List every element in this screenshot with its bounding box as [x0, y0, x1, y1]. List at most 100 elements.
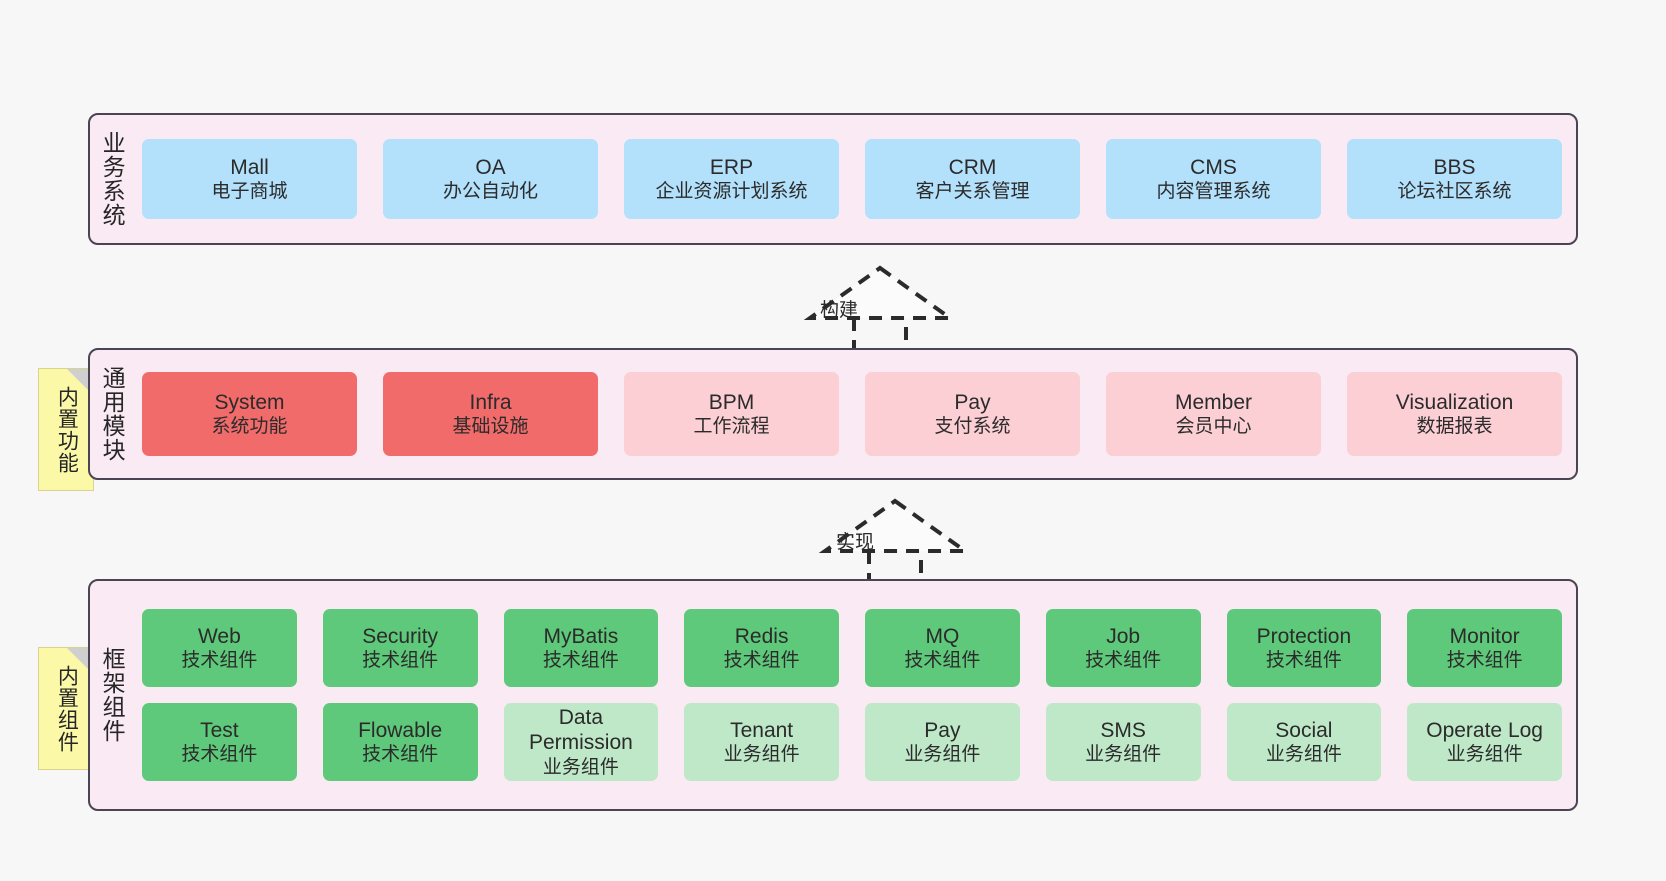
module-name: Member	[1174, 390, 1253, 414]
module-desc: 电子商城	[211, 181, 288, 203]
component-name: Social	[1275, 718, 1333, 742]
component-name: Pay	[924, 718, 961, 742]
component-name: Test	[200, 718, 239, 742]
component-box-job[interactable]: Job 技术组件	[1045, 609, 1201, 687]
framework-row-business: Test 技术组件 Flowable 技术组件 Data Permission …	[142, 703, 1562, 781]
component-name: Tenant	[730, 718, 794, 742]
component-name: SMS	[1100, 718, 1146, 742]
component-desc: 技术组件	[904, 650, 981, 672]
module-name: System	[214, 390, 285, 414]
note-label: 内置功能	[55, 385, 79, 474]
component-box-operate-log[interactable]: Operate Log 业务组件	[1407, 703, 1562, 781]
component-name: Flowable	[358, 718, 443, 742]
component-box-pay[interactable]: Pay 业务组件	[865, 703, 1020, 781]
module-desc: 会员中心	[1175, 416, 1252, 438]
module-name: ERP	[709, 155, 754, 179]
component-box-redis[interactable]: Redis 技术组件	[684, 609, 839, 687]
component-desc: 业务组件	[1446, 744, 1523, 766]
layer-body-business: Mall 电子商城 OA 办公自动化 ERP 企业资源计划系统 CRM 客户关系…	[134, 115, 1576, 243]
module-desc: 工作流程	[693, 416, 770, 438]
module-box-bbs[interactable]: BBS 论坛社区系统	[1347, 139, 1562, 219]
module-box-crm[interactable]: CRM 客户关系管理	[865, 139, 1080, 219]
component-box-web[interactable]: Web 技术组件	[142, 609, 297, 687]
component-name: MQ	[925, 624, 960, 648]
module-name: Pay	[954, 390, 991, 414]
component-desc: 技术组件	[362, 650, 439, 672]
component-box-mybatis[interactable]: MyBatis 技术组件	[503, 609, 659, 687]
component-box-security[interactable]: Security 技术组件	[322, 609, 478, 687]
component-box-mq[interactable]: MQ 技术组件	[865, 609, 1020, 687]
component-desc: 技术组件	[1446, 650, 1523, 672]
framework-rows: Web 技术组件 Security 技术组件 MyBatis 技术组件 Redi…	[142, 609, 1562, 781]
component-box-protection[interactable]: Protection 技术组件	[1226, 609, 1382, 687]
component-desc: 技术组件	[181, 744, 258, 766]
triangle-head-icon	[803, 265, 957, 320]
component-name: MyBatis	[543, 624, 619, 648]
component-box-sms[interactable]: SMS 业务组件	[1045, 703, 1201, 781]
component-name: Redis	[734, 624, 789, 648]
module-box-bpm[interactable]: BPM 工作流程	[624, 372, 839, 456]
component-box-monitor[interactable]: Monitor 技术组件	[1407, 609, 1562, 687]
module-desc: 基础设施	[452, 416, 529, 438]
module-box-visualization[interactable]: Visualization 数据报表	[1347, 372, 1562, 456]
module-name: BBS	[1433, 155, 1476, 179]
layer-common-modules: 通用模块 System 系统功能 Infra 基础设施 BPM 工作流程 Pay…	[88, 348, 1578, 480]
module-box-erp[interactable]: ERP 企业资源计划系统	[624, 139, 839, 219]
component-desc: 技术组件	[723, 650, 800, 672]
layer-title-modules: 通用模块	[99, 366, 126, 462]
module-desc: 企业资源计划系统	[655, 181, 808, 203]
module-box-member[interactable]: Member 会员中心	[1106, 372, 1321, 456]
module-desc: 数据报表	[1416, 416, 1493, 438]
component-desc: 技术组件	[1085, 650, 1162, 672]
module-desc: 系统功能	[211, 416, 288, 438]
component-name: Operate Log	[1426, 718, 1543, 742]
layer-framework-components: 框架组件 Web 技术组件 Security 技术组件 MyBatis 技术组件	[88, 579, 1578, 811]
module-desc: 内容管理系统	[1156, 181, 1271, 203]
triangle-head-icon	[818, 498, 972, 553]
module-name: CRM	[948, 155, 997, 179]
module-box-pay[interactable]: Pay 支付系统	[865, 372, 1080, 456]
layer-title-framework: 框架组件	[99, 647, 126, 743]
module-desc: 支付系统	[934, 416, 1011, 438]
framework-row-tech: Web 技术组件 Security 技术组件 MyBatis 技术组件 Redi…	[142, 609, 1562, 687]
connector-build-label: 构建	[820, 300, 859, 321]
module-box-oa[interactable]: OA 办公自动化	[383, 139, 598, 219]
component-desc: 技术组件	[362, 744, 439, 766]
module-name: OA	[475, 155, 506, 179]
layer-body-modules: System 系统功能 Infra 基础设施 BPM 工作流程 Pay 支付系统…	[134, 350, 1576, 478]
component-desc: 业务组件	[542, 757, 619, 779]
module-name: Infra	[469, 390, 512, 414]
module-desc: 办公自动化	[442, 181, 538, 203]
component-name: Web	[197, 624, 241, 648]
module-box-infra[interactable]: Infra 基础设施	[383, 372, 598, 456]
note-label: 内置组件	[55, 664, 79, 753]
component-name: Data Permission	[528, 705, 633, 755]
business-row: Mall 电子商城 OA 办公自动化 ERP 企业资源计划系统 CRM 客户关系…	[142, 139, 1562, 219]
component-desc: 技术组件	[1265, 650, 1342, 672]
module-name: CMS	[1190, 155, 1237, 179]
component-desc: 业务组件	[1265, 744, 1342, 766]
module-box-mall[interactable]: Mall 电子商城	[142, 139, 357, 219]
component-name: Job	[1106, 624, 1141, 648]
component-desc: 业务组件	[1085, 744, 1162, 766]
module-desc: 客户关系管理	[915, 181, 1030, 203]
component-box-tenant[interactable]: Tenant 业务组件	[684, 703, 839, 781]
component-desc: 业务组件	[723, 744, 800, 766]
module-box-system[interactable]: System 系统功能	[142, 372, 357, 456]
component-desc: 业务组件	[904, 744, 981, 766]
module-name: Mall	[230, 155, 269, 179]
modules-row: System 系统功能 Infra 基础设施 BPM 工作流程 Pay 支付系统…	[142, 372, 1562, 456]
component-desc: 技术组件	[181, 650, 258, 672]
layer-business-system: 业务系统 Mall 电子商城 OA 办公自动化 ERP 企业资源计划系统 CRM…	[88, 113, 1578, 245]
connector-implement-label: 实现	[836, 532, 875, 553]
component-box-data-permission[interactable]: Data Permission 业务组件	[503, 703, 659, 781]
component-name: Security	[362, 624, 439, 648]
component-box-flowable[interactable]: Flowable 技术组件	[322, 703, 478, 781]
module-box-cms[interactable]: CMS 内容管理系统	[1106, 139, 1321, 219]
component-box-social[interactable]: Social 业务组件	[1226, 703, 1382, 781]
component-box-test[interactable]: Test 技术组件	[142, 703, 297, 781]
note-builtin-component: 内置组件	[38, 647, 94, 770]
layer-title-business: 业务系统	[99, 131, 126, 227]
component-desc: 技术组件	[542, 650, 619, 672]
